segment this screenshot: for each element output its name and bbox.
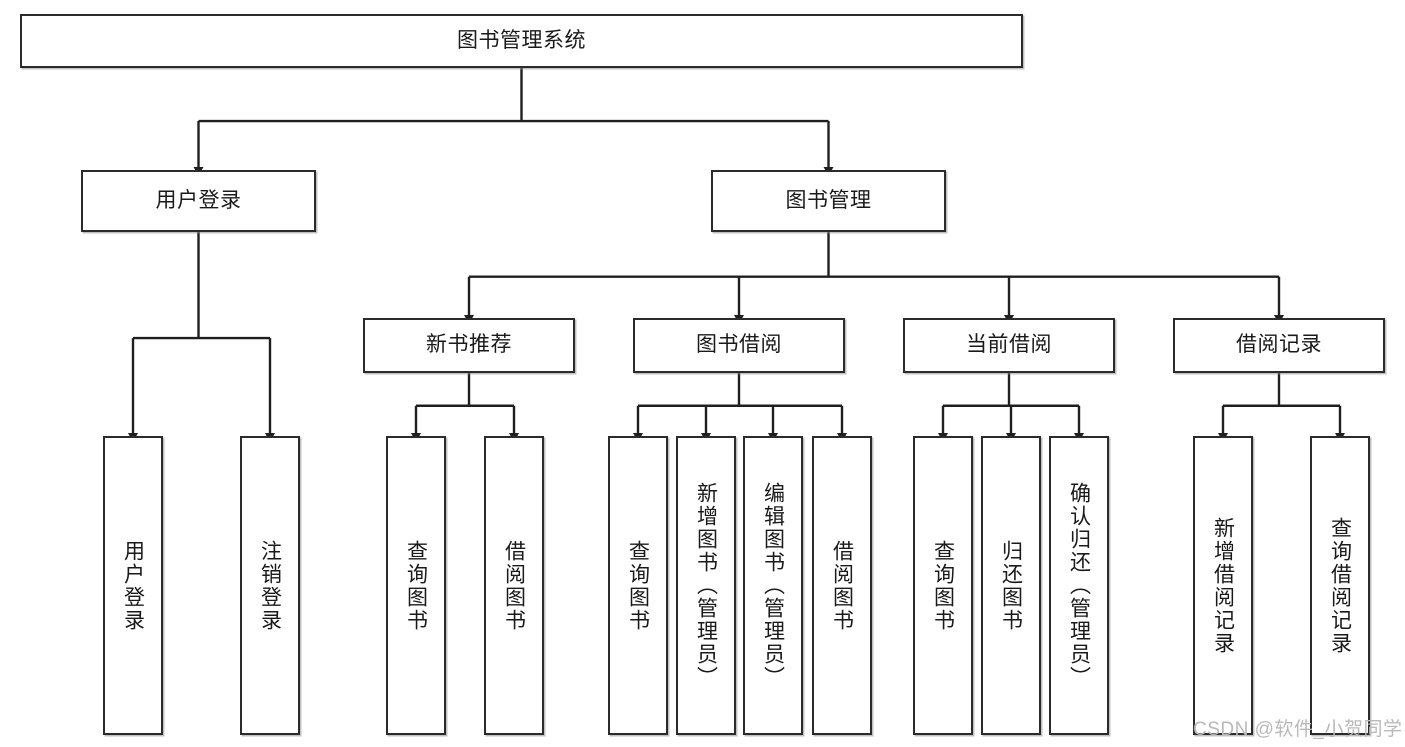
node-leaf-edit[interactable]: 编辑图书（管理员）: [743, 436, 803, 735]
node-label: 新增图书（管理员）: [694, 482, 718, 689]
node-leaf-queryrec[interactable]: 查询借阅记录: [1310, 436, 1370, 735]
node-label: 新书推荐: [426, 333, 512, 357]
node-login[interactable]: 用户登录: [81, 170, 316, 232]
node-leaf-borrow2[interactable]: 借阅图书: [812, 436, 872, 735]
node-records[interactable]: 借阅记录: [1173, 318, 1385, 373]
node-leaf-confirm[interactable]: 确认归还（管理员）: [1049, 436, 1109, 735]
node-label: 借阅图书: [830, 539, 854, 632]
node-leaf-query1[interactable]: 查询图书: [386, 436, 446, 735]
watermark-credit: CSDN @软件_小贺同学: [1193, 719, 1403, 740]
node-label: 确认归还（管理员）: [1067, 482, 1091, 689]
node-label: 图书管理系统: [457, 28, 586, 52]
node-leaf-addrec[interactable]: 新增借阅记录: [1193, 436, 1253, 735]
node-label: 新增借阅记录: [1211, 516, 1235, 655]
node-label: 查询图书: [404, 539, 428, 632]
node-newbook[interactable]: 新书推荐: [363, 318, 575, 373]
node-current[interactable]: 当前借阅: [903, 318, 1115, 373]
node-label: 归还图书: [999, 539, 1023, 632]
node-label: 查询图书: [931, 539, 955, 632]
node-label: 编辑图书（管理员）: [761, 482, 785, 689]
node-leaf-borrow1[interactable]: 借阅图书: [484, 436, 544, 735]
node-root[interactable]: 图书管理系统: [20, 14, 1023, 68]
node-label: 图书管理: [785, 188, 872, 212]
node-label: 借阅图书: [502, 539, 526, 632]
node-leaf-query3[interactable]: 查询图书: [913, 436, 973, 735]
node-label: 当前借阅: [966, 333, 1052, 357]
node-leaf-query2[interactable]: 查询图书: [608, 436, 668, 735]
node-label: 查询借阅记录: [1328, 516, 1352, 655]
node-label: 用户登录: [121, 539, 145, 632]
node-leaf-return[interactable]: 归还图书: [981, 436, 1041, 735]
node-label: 借阅记录: [1236, 333, 1322, 357]
node-label: 注销登录: [258, 539, 282, 632]
node-label: 用户登录: [155, 188, 242, 212]
node-leaf-login[interactable]: 用户登录: [103, 436, 163, 735]
node-leaf-logout[interactable]: 注销登录: [240, 436, 300, 735]
node-borrow[interactable]: 图书借阅: [633, 318, 845, 373]
node-leaf-add[interactable]: 新增图书（管理员）: [676, 436, 736, 735]
node-label: 查询图书: [626, 539, 650, 632]
node-label: 图书借阅: [696, 333, 782, 357]
node-bookmgmt[interactable]: 图书管理: [711, 170, 946, 232]
